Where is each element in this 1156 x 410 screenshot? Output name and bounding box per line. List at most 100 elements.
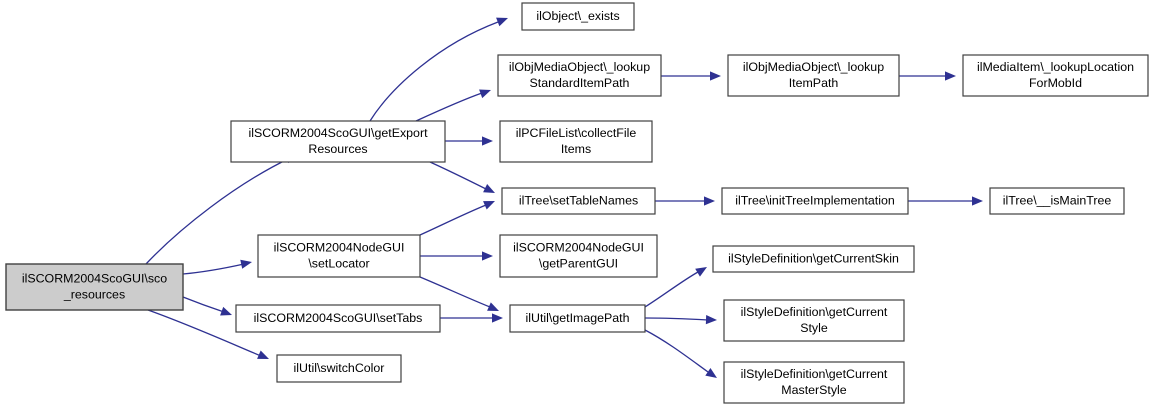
node-label-line: ilTree\__isMainTree — [1003, 193, 1112, 207]
graph-node-exists[interactable]: ilObject\_exists — [521, 2, 635, 31]
node-box[interactable] — [723, 299, 905, 342]
node-box[interactable] — [521, 2, 635, 31]
arrowhead-icon — [482, 136, 493, 146]
node-label-line: Style — [800, 321, 828, 335]
node-box[interactable] — [723, 361, 905, 404]
edge-line — [369, 21, 499, 122]
arrowhead-icon — [496, 17, 508, 27]
node-box[interactable] — [721, 187, 909, 215]
node-box[interactable] — [257, 234, 421, 278]
node-box[interactable] — [230, 120, 446, 163]
edge-getImagePath-to-getCurrentMasterStyle — [644, 329, 717, 378]
arrowhead-icon — [972, 196, 983, 206]
node-label-line: Resources — [308, 142, 367, 156]
graph-node-initTreeImplementation[interactable]: ilTree\initTreeImplementation — [721, 187, 909, 215]
graph-node-switchColor[interactable]: ilUtil\switchColor — [276, 354, 402, 383]
graph-node-setLocator[interactable]: ilSCORM2004NodeGUI \setLocator — [257, 234, 421, 278]
edge-line — [182, 296, 225, 313]
node-label-line: ilSCORM2004NodeGUI — [513, 240, 644, 254]
edge-getImagePath-to-getCurrentStyle — [644, 315, 717, 325]
arrowhead-icon — [487, 302, 499, 311]
arrowhead-icon — [220, 306, 232, 316]
edge-line — [415, 92, 483, 122]
edge-line — [644, 329, 709, 373]
node-label-line: ItemPath — [789, 76, 839, 90]
edge-getExportResources-to-setTableNames — [429, 161, 495, 193]
node-label-line: ilObjMediaObject\_lookup — [743, 60, 884, 74]
node-box[interactable] — [962, 54, 1149, 97]
graph-node-setTabs[interactable]: ilSCORM2004ScoGUI\setTabs — [235, 304, 441, 333]
edge-line — [182, 263, 245, 275]
node-label-line: MasterStyle — [781, 383, 847, 397]
node-label-line: ilSCORM2004NodeGUI — [274, 240, 405, 254]
node-box[interactable] — [499, 120, 653, 163]
edge-line — [419, 276, 491, 308]
node-box[interactable] — [499, 234, 658, 278]
node-box[interactable] — [497, 54, 662, 97]
graph-node-getParentGUI[interactable]: ilSCORM2004NodeGUI\getParentGUI — [499, 234, 658, 278]
node-label-line: ilStyleDefinition\getCurrent — [741, 367, 888, 381]
edge-initTreeImplementation-to-isMainTree — [908, 196, 983, 206]
arrowhead-icon — [482, 251, 493, 261]
edge-setLocator-to-setTableNames — [419, 201, 495, 236]
graph-node-getCurrentSkin[interactable]: ilStyleDefinition\getCurrentSkin — [712, 245, 915, 273]
edge-getExportResources-to-collectFileItems — [444, 136, 493, 146]
edge-getExportResources-to-lookupStandardItemPath — [415, 89, 491, 122]
node-label-line: Items — [561, 142, 591, 156]
edge-lookupStandardItemPath-to-lookupItemPath — [660, 71, 721, 81]
edge-layer — [145, 17, 983, 378]
node-label-line: ForMobId — [1029, 76, 1082, 90]
node-label-line: ilObjMediaObject\_lookup — [509, 60, 650, 74]
arrowhead-icon — [710, 71, 721, 81]
arrowhead-icon — [240, 259, 252, 269]
edge-setLocator-to-getParentGUI — [419, 251, 493, 261]
graph-node-sco_resources[interactable]: ilSCORM2004ScoGUI\sco _resources — [5, 263, 184, 311]
node-box[interactable] — [727, 54, 900, 97]
arrowhead-icon — [695, 267, 707, 277]
node-label-line: ilSCORM2004ScoGUI\getExport — [248, 126, 428, 140]
graph-node-getImagePath[interactable]: ilUtil\getImagePath — [509, 304, 646, 333]
arrowhead-icon — [483, 184, 495, 193]
node-label-line: ilUtil\switchColor — [294, 361, 385, 375]
edge-sco_resources-to-switchColor — [147, 309, 269, 359]
arrowhead-icon — [257, 350, 269, 359]
node-label-line: _resources — [63, 287, 125, 301]
edge-sco_resources-to-setLocator — [182, 259, 252, 275]
node-label-line: ilMediaItem\_lookupLocation — [977, 60, 1134, 74]
node-box[interactable] — [501, 187, 656, 215]
node-label-line: ilSCORM2004ScoGUI\sco — [22, 271, 167, 285]
node-label-line: ilStyleDefinition\getCurrent — [741, 305, 888, 319]
node-label-line: ilTree\setTableNames — [519, 193, 638, 207]
node-box[interactable] — [235, 304, 441, 333]
edge-line — [429, 161, 487, 190]
edge-setLocator-to-getImagePath — [419, 276, 499, 311]
node-label-line: StandardItemPath — [530, 76, 630, 90]
node-box[interactable] — [989, 187, 1125, 215]
graph-node-setTableNames[interactable]: ilTree\setTableNames — [501, 187, 656, 215]
arrowhead-icon — [479, 89, 491, 99]
node-box[interactable] — [509, 304, 646, 333]
graph-node-isMainTree[interactable]: ilTree\__isMainTree — [989, 187, 1125, 215]
edge-line — [419, 204, 487, 236]
node-box[interactable] — [5, 263, 184, 311]
node-label-line: \setLocator — [308, 256, 369, 270]
edge-setTableNames-to-initTreeImplementation — [655, 196, 715, 206]
edge-sco_resources-to-setTabs — [182, 296, 232, 316]
node-box[interactable] — [276, 354, 402, 383]
edge-lookupItemPath-to-lookupLocationForMobId — [898, 71, 956, 81]
arrowhead-icon — [705, 368, 717, 378]
edge-setTabs-to-getImagePath — [440, 313, 503, 323]
arrowhead-icon — [492, 313, 503, 323]
edge-line — [145, 157, 291, 265]
node-label-line: ilPCFileList\collectFile — [516, 126, 637, 140]
node-box[interactable] — [712, 245, 915, 273]
